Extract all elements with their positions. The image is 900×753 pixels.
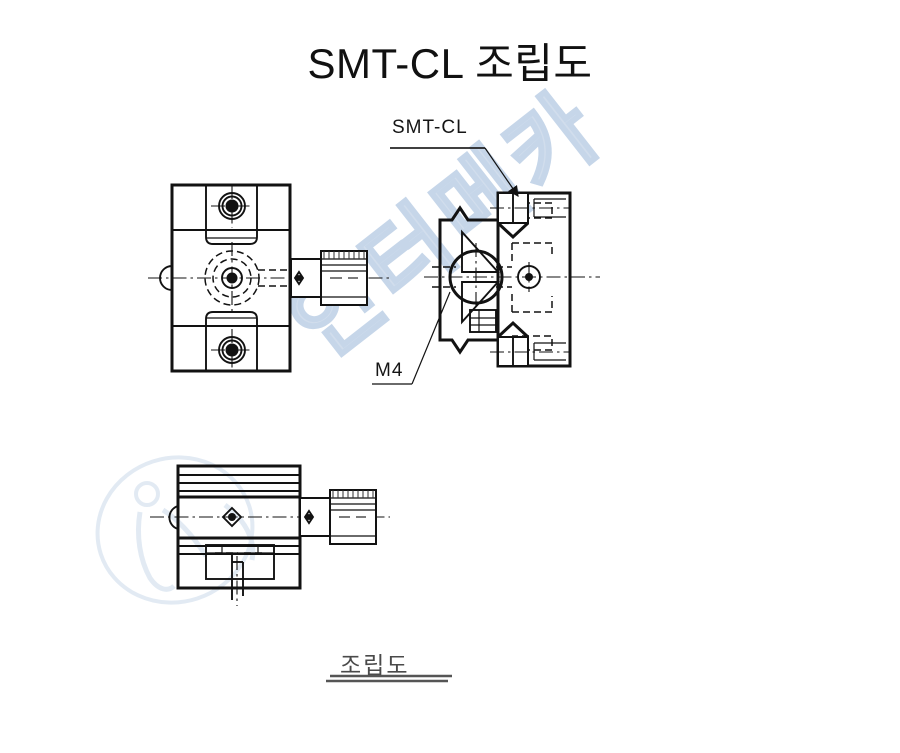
mounting-hole-bottom: [211, 329, 253, 371]
view-top: [148, 183, 390, 373]
mounting-hole-top: [211, 185, 253, 228]
screw-top: [490, 192, 570, 240]
knurled-knob-side-view: [329, 489, 377, 545]
step-detail: [469, 309, 497, 333]
caption-underline: [326, 674, 452, 683]
side-boss-left-side-view: [168, 505, 179, 530]
side-boss-left: [159, 265, 173, 291]
screw-bottom: [490, 320, 570, 367]
view-front: [424, 191, 600, 368]
center-pin-side-view: [221, 506, 243, 528]
base-slot: [205, 544, 275, 580]
knob-collar-top-view: [290, 258, 322, 298]
page-title: SMT-CL 조립도: [307, 40, 593, 87]
leader-smtcl: [390, 147, 519, 197]
knurled-knob-top-view: [320, 250, 368, 306]
view-side: [150, 464, 390, 606]
knob-collar-side-view: [299, 497, 331, 537]
through-hole-right-plate: [517, 262, 541, 292]
view-caption: 조립도: [340, 652, 410, 678]
leader-m4: [372, 291, 451, 385]
part-label-smt-cl: SMT-CL: [392, 117, 468, 138]
thread-label-m4: M4: [375, 360, 404, 381]
